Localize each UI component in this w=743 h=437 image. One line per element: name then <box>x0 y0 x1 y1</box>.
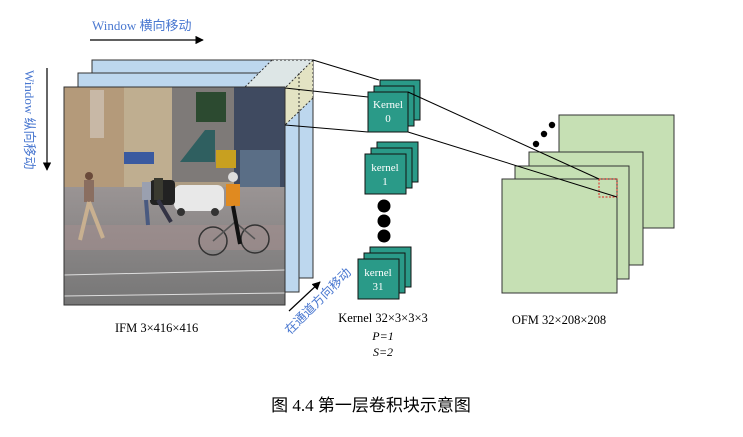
kernel-31-name: kernel <box>364 267 391 279</box>
kernel-1-name: kernel <box>371 162 398 174</box>
kernel-1: kernel 1 <box>364 141 419 195</box>
channel-arrow <box>288 281 321 312</box>
output-pixel-marker <box>598 178 618 198</box>
ofm-ellipsis-dots <box>532 121 556 148</box>
ifm-kernel-projection <box>284 59 380 133</box>
kernel-0-index: 0 <box>385 113 391 125</box>
kernel-spec-label: Kernel 32×3×3×3 <box>338 311 428 325</box>
padding-label: P=1 <box>371 329 393 343</box>
ofm-label: OFM 32×208×208 <box>512 313 606 327</box>
kernel-31: kernel 31 <box>357 246 412 300</box>
window-prism-top <box>244 60 313 88</box>
ifm-label: IFM 3×416×416 <box>115 321 198 335</box>
ofm-stack <box>501 114 675 294</box>
ellipsis-dots <box>377 199 391 243</box>
kernel-0: Kernel 0 <box>367 79 421 133</box>
ifm-stack <box>63 59 314 306</box>
kernel-1-index: 1 <box>382 176 388 188</box>
window-vertical-label: Window 纵向移动 <box>22 70 37 170</box>
figure-caption: 图 4.4 第一层卷积块示意图 <box>271 396 471 415</box>
ifm-layer-front <box>63 86 286 306</box>
window-horizontal-label: Window 横向移动 <box>92 18 192 33</box>
window-prism-side <box>285 60 313 125</box>
stride-label: S=2 <box>373 345 393 359</box>
kernel-ofm-projection <box>407 91 618 198</box>
kernel-31-index: 31 <box>373 281 384 293</box>
kernel-0-name: Kernel <box>373 99 403 111</box>
ifm-street-photo <box>63 87 286 305</box>
